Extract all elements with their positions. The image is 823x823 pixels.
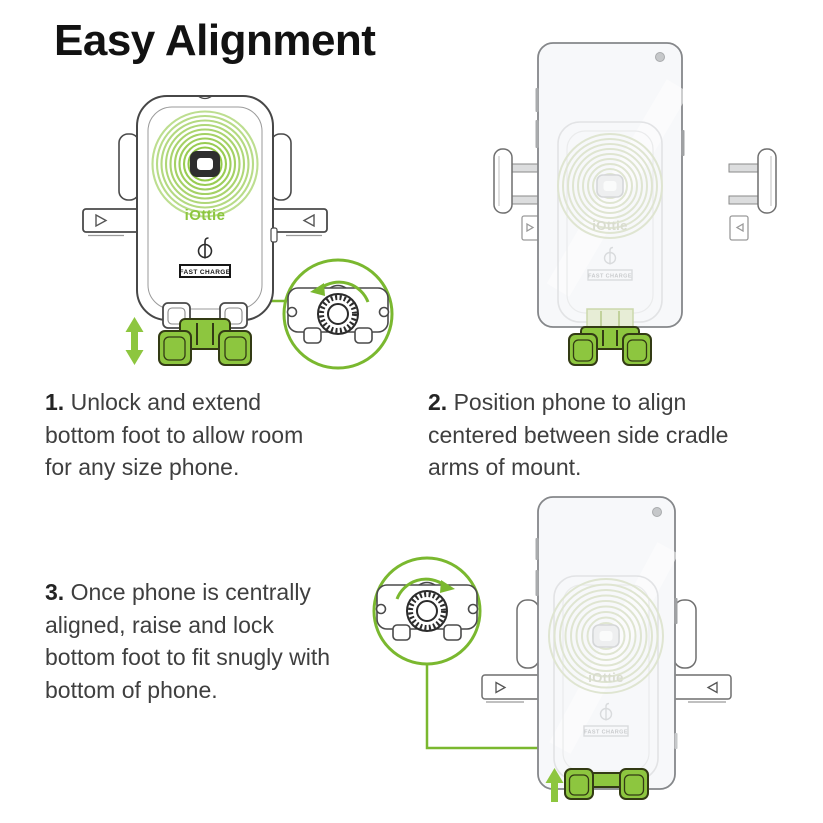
left-cradle-arm [493, 148, 542, 214]
lower-arm-bands [521, 215, 749, 241]
phone-locked-view: iOttie FAST CHARGE [372, 496, 732, 802]
phone-in-mount-view: iOttie FAST CHARGE [493, 42, 777, 366]
side-button [674, 598, 678, 624]
lock-dial-inset [372, 556, 482, 666]
wireless-charging-rings-icon [557, 133, 663, 239]
lock-dial [317, 293, 359, 335]
fast-charge-badge: FAST CHARGE [179, 264, 231, 278]
svg-text:FAST CHARGE: FAST CHARGE [588, 274, 632, 280]
left-grip-pad [516, 599, 540, 669]
foot-cup-left [568, 333, 598, 366]
svg-text:FAST CHARGE: FAST CHARGE [584, 730, 628, 736]
clockwise-arrow-icon [395, 577, 455, 600]
step-2-illustration: iOttie FAST CHARGE [470, 18, 800, 373]
foot-cup-right [619, 768, 649, 800]
side-button [535, 120, 539, 148]
step-3-caption: 3. Once phone is centrally aligned, rais… [45, 576, 345, 707]
qi-wireless-charging-icon [603, 246, 617, 265]
foot-cup-left [564, 768, 594, 800]
step-3-text: Once phone is centrally aligned, raise a… [45, 579, 331, 703]
page-title: Easy Alignment [54, 16, 376, 65]
brand-logo: iOttie [185, 207, 226, 224]
inset-connector-line [425, 664, 542, 750]
bottom-foot [158, 318, 252, 366]
lock-dial [406, 590, 448, 632]
arm-indicator-triangle [735, 222, 744, 233]
bottom-foot [568, 326, 652, 366]
double-vertical-arrow-icon [125, 317, 144, 365]
qi-wireless-charging-icon [599, 702, 613, 721]
side-button [535, 538, 539, 560]
fast-charge-badge: FAST CHARGE [587, 269, 633, 281]
fast-charge-badge: FAST CHARGE [583, 725, 629, 737]
mount-front-view: iOttie FAST CHARGE [82, 95, 394, 370]
step-2-caption: 2. Position phone to align centered betw… [428, 386, 773, 484]
up-arrow-icon [545, 768, 564, 802]
step-2-number: 2. [428, 389, 448, 415]
brand-logo: iOttie [592, 218, 628, 233]
arm-indicator-triangle [95, 213, 108, 228]
qi-wireless-charging-icon [197, 237, 213, 259]
step-1-caption: 1. Unlock and extend bottom foot to allo… [45, 386, 330, 484]
step-3-number: 3. [45, 579, 65, 605]
step-3-illustration: iOttie FAST CHARGE [370, 490, 820, 823]
brand-logo: iOttie [588, 670, 624, 685]
foot-cup-left [158, 330, 192, 366]
step-2-text: Position phone to align centered between… [428, 389, 729, 481]
bottom-foot [564, 768, 649, 800]
step-1-text: Unlock and extend bottom foot to allow r… [45, 389, 304, 481]
right-cradle-arm [728, 148, 777, 214]
side-cradle-arms [82, 208, 328, 237]
side-button [681, 130, 685, 156]
arm-indicator-triangle [495, 681, 507, 694]
foot-cup-right [218, 330, 252, 366]
step-1-illustration: iOttie FAST CHARGE [80, 88, 410, 388]
charging-coil-icon [190, 151, 220, 177]
arm-indicator-triangle [706, 681, 718, 694]
unlock-dial-inset [282, 258, 394, 370]
arm-indicator-triangle [302, 213, 315, 228]
charging-port [270, 227, 278, 243]
foot-cup-right [622, 333, 652, 366]
camera-dot [652, 507, 662, 517]
side-port [674, 733, 678, 749]
counter-clockwise-arrow-icon [310, 280, 370, 303]
camera-dot [655, 52, 665, 62]
step-1-number: 1. [45, 389, 65, 415]
side-button [535, 88, 539, 112]
side-button [535, 570, 539, 596]
svg-text:FAST CHARGE: FAST CHARGE [180, 269, 231, 276]
arm-indicator-triangle [526, 222, 535, 233]
